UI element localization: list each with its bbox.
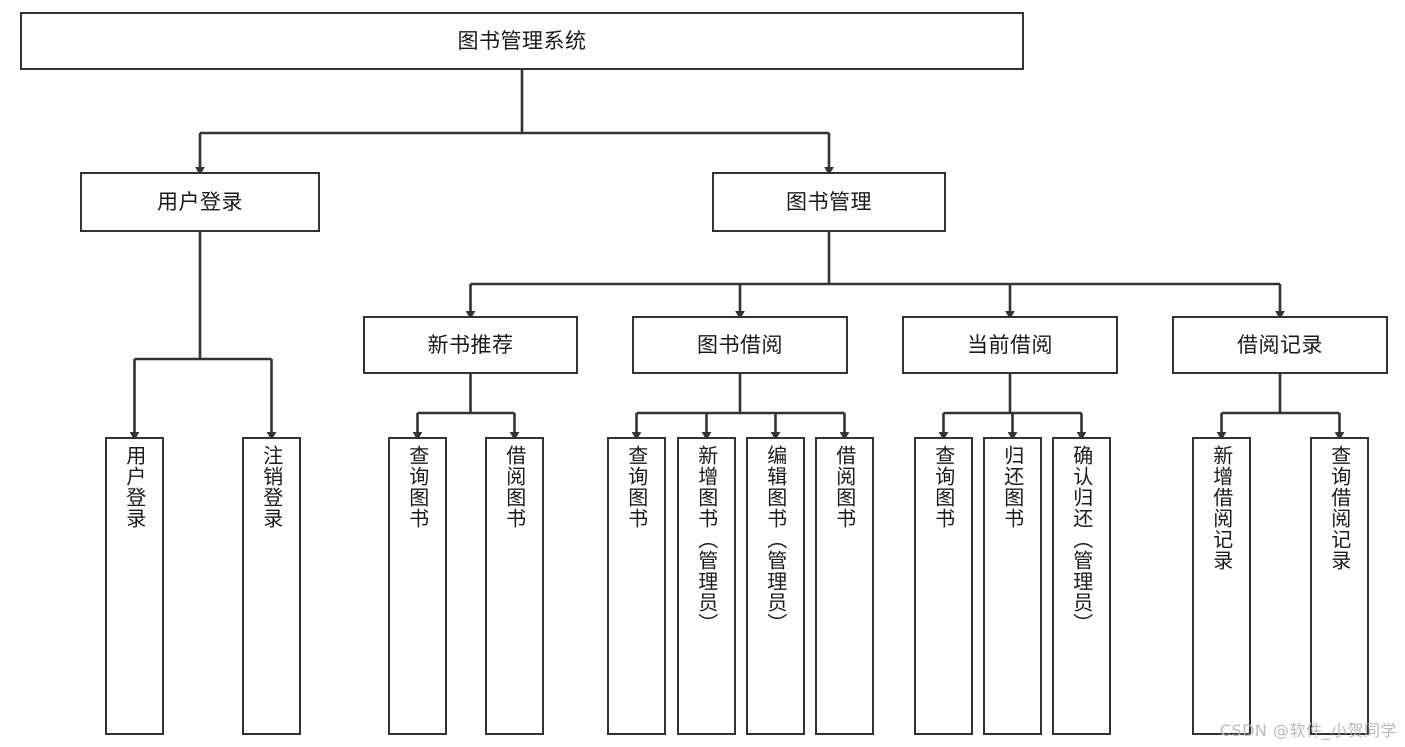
- node-leaf-logout[interactable]: 注销登录: [242, 437, 301, 735]
- node-leaf-user-login[interactable]: 用户登录: [105, 437, 164, 735]
- node-label: 用户登录: [157, 189, 243, 214]
- node-current-borrow[interactable]: 当前借阅: [902, 316, 1118, 374]
- edges-group: [129, 70, 1345, 441]
- node-leaf-bb-borrow[interactable]: 借阅图书: [815, 437, 874, 735]
- node-book-manage[interactable]: 图书管理: [712, 172, 946, 232]
- node-leaf-cb-query[interactable]: 查询图书: [914, 437, 973, 735]
- node-label: 借阅图书: [502, 445, 527, 529]
- node-label: 图书管理系统: [457, 28, 587, 53]
- node-label: 图书管理: [786, 189, 872, 214]
- node-root[interactable]: 图书管理系统: [20, 12, 1024, 70]
- node-leaf-cb-return[interactable]: 归还图书: [983, 437, 1042, 735]
- node-leaf-cb-confirm[interactable]: 确认归还（管理员）: [1052, 437, 1111, 735]
- node-leaf-br-query[interactable]: 查询借阅记录: [1310, 437, 1369, 735]
- node-leaf-rec-query[interactable]: 查询图书: [388, 437, 447, 735]
- node-label: 当前借阅: [967, 332, 1053, 357]
- node-label: 借阅图书: [832, 445, 857, 529]
- node-leaf-bb-add[interactable]: 新增图书（管理员）: [677, 437, 736, 735]
- node-label: 编辑图书（管理员）: [763, 445, 788, 634]
- node-label: 新增图书（管理员）: [694, 445, 719, 634]
- node-label: 查询图书: [931, 445, 956, 529]
- node-label: 查询图书: [624, 445, 649, 529]
- node-label: 新书推荐: [427, 332, 514, 357]
- node-user-login[interactable]: 用户登录: [80, 172, 320, 232]
- node-label: 借阅记录: [1237, 332, 1323, 357]
- node-label: 确认归还（管理员）: [1069, 445, 1094, 634]
- node-borrow-record[interactable]: 借阅记录: [1172, 316, 1388, 374]
- node-book-borrow[interactable]: 图书借阅: [632, 316, 848, 374]
- node-leaf-bb-query[interactable]: 查询图书: [607, 437, 666, 735]
- node-leaf-rec-borrow[interactable]: 借阅图书: [485, 437, 544, 735]
- node-new-book-rec[interactable]: 新书推荐: [363, 316, 578, 374]
- node-label: 查询借阅记录: [1327, 445, 1352, 571]
- node-label: 查询图书: [405, 445, 430, 529]
- node-label: 新增借阅记录: [1209, 445, 1234, 571]
- csdn-watermark: CSDN @软件_小贺同学: [1219, 721, 1397, 740]
- node-label: 归还图书: [1000, 445, 1025, 529]
- node-leaf-bb-edit[interactable]: 编辑图书（管理员）: [746, 437, 805, 735]
- node-label: 用户登录: [122, 445, 147, 529]
- node-label: 注销登录: [259, 445, 284, 529]
- node-leaf-br-add[interactable]: 新增借阅记录: [1192, 437, 1251, 735]
- node-label: 图书借阅: [697, 332, 783, 357]
